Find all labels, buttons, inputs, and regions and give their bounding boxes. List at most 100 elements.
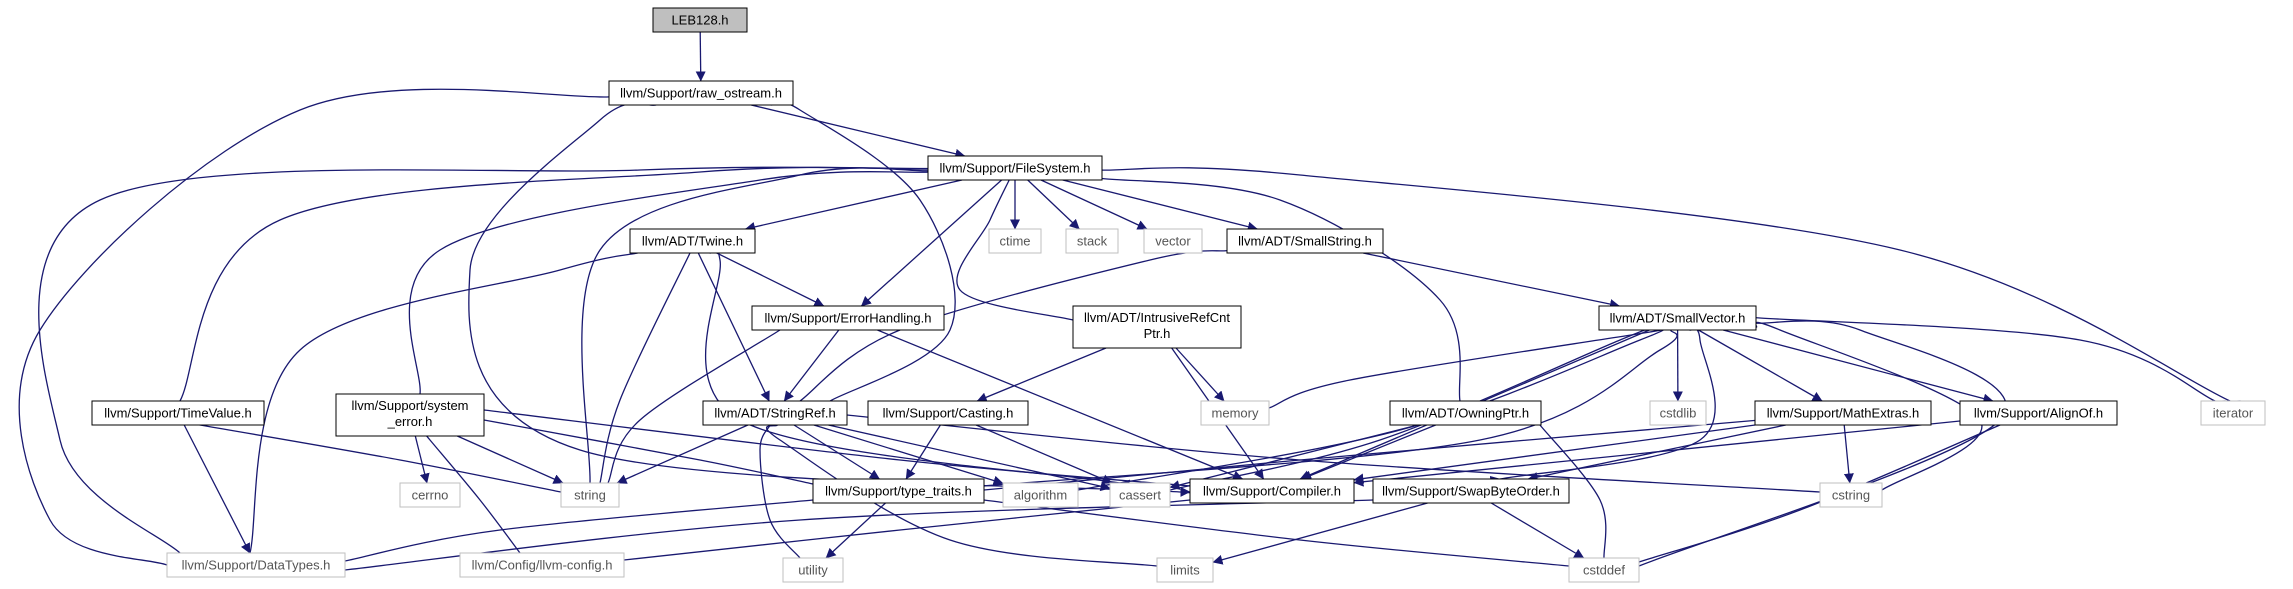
node-label: llvm/Support/ErrorHandling.h — [765, 311, 932, 326]
node-algorithm: algorithm — [1002, 482, 1079, 508]
node-box — [1200, 400, 1270, 426]
node-timevalue[interactable]: llvm/Support/TimeValue.h — [91, 400, 265, 426]
node-label: _error.h — [387, 414, 433, 429]
node-type-traits[interactable]: llvm/Support/type_traits.h — [812, 478, 985, 504]
node-ctime: ctime — [988, 228, 1042, 254]
node-compiler[interactable]: llvm/Support/Compiler.h — [1189, 478, 1355, 504]
node-box — [2200, 400, 2266, 426]
edge-stringref-to-algorithm — [813, 424, 1004, 486]
node-box — [608, 80, 794, 106]
node-smallstring[interactable]: llvm/ADT/SmallString.h — [1226, 228, 1384, 254]
node-box — [751, 305, 945, 331]
edge-raw_ostream-to-compiler — [468, 102, 1229, 497]
edge-filesystem-to-twine — [745, 179, 963, 232]
node-box — [91, 400, 265, 426]
node-box — [1649, 400, 1707, 426]
node-twine[interactable]: llvm/ADT/Twine.h — [629, 228, 756, 254]
node-label: llvm/ADT/OwningPtr.h — [1402, 406, 1529, 421]
edge-stringref-to-string — [616, 424, 749, 484]
node-label: llvm/ADT/SmallString.h — [1238, 234, 1372, 249]
node-alignof[interactable]: llvm/Support/AlignOf.h — [1959, 400, 2118, 426]
node-cassert: cassert — [1109, 482, 1171, 508]
node-label: llvm/Support/MathExtras.h — [1767, 406, 1919, 421]
node-system-error[interactable]: llvm/Support/system_error.h — [335, 393, 485, 437]
edge-type_traits-to-cstddef — [960, 496, 1590, 572]
node-label: llvm/Support/type_traits.h — [825, 484, 972, 499]
edge-mathextras-to-compiler — [1353, 424, 1756, 484]
node-owningptr[interactable]: llvm/ADT/OwningPtr.h — [1389, 400, 1542, 426]
edge-smallvector-to-alignof — [1722, 329, 1994, 404]
node-label: algorithm — [1014, 488, 1067, 503]
node-label: LEB128.h — [671, 13, 728, 28]
edge-errorhandling-to-compiler — [877, 329, 1244, 481]
edge-leb128-to-raw_ostream — [695, 31, 706, 82]
node-box — [1819, 482, 1883, 508]
node-swapbyteorder[interactable]: llvm/Support/SwapByteOrder.h — [1372, 478, 1570, 504]
edge-smallvector-to-mathextras — [1698, 329, 1823, 402]
node-label: cstdlib — [1660, 406, 1697, 421]
node-label: stack — [1077, 234, 1108, 249]
node-box — [1959, 400, 2118, 426]
node-box — [1568, 557, 1640, 583]
node-raw-ostream[interactable]: llvm/Support/raw_ostream.h — [608, 80, 794, 106]
edge-smallvector-to-type_traits — [946, 329, 1678, 492]
node-label: Ptr.h — [1144, 326, 1171, 341]
node-leb128[interactable]: LEB128.h — [652, 7, 748, 33]
edge-smallvector-to-memory — [1258, 327, 1674, 416]
nodes-layer: LEB128.h llvm/Support/raw_ostream.h llvm/S… — [91, 7, 2266, 583]
node-box — [1109, 482, 1171, 508]
node-label: utility — [798, 563, 828, 578]
node-errorhandling[interactable]: llvm/Support/ErrorHandling.h — [751, 305, 945, 331]
node-box — [560, 482, 620, 508]
edge-timevalue-to-datatypes — [183, 424, 251, 554]
node-mathextras[interactable]: llvm/Support/MathExtras.h — [1754, 400, 1932, 426]
node-vector: vector — [1143, 228, 1203, 254]
node-stack: stack — [1065, 228, 1119, 254]
node-filesystem[interactable]: llvm/Support/FileSystem.h — [927, 155, 1103, 181]
node-casting[interactable]: llvm/Support/Casting.h — [867, 400, 1029, 426]
node-label: llvm/ADT/StringRef.h — [714, 406, 835, 421]
edge-type_traits-to-utility — [825, 502, 886, 559]
edge-owningptr-to-cassert — [1169, 424, 1419, 490]
edge-owningptr-to-compiler — [1301, 424, 1436, 481]
node-box — [927, 155, 1103, 181]
edge-swapbyteorder-to-cstddef — [1490, 502, 1585, 559]
edge-casting-to-type_traits — [905, 424, 941, 480]
node-label: iterator — [2213, 406, 2254, 421]
node-box — [812, 478, 985, 504]
edge-raw_ostream-to-filesystem — [751, 104, 966, 159]
edge-errorhandling-to-stringref — [783, 329, 840, 402]
edge-swapbyteorder-to-limits — [1212, 502, 1428, 565]
node-label: llvm/Support/FileSystem.h — [940, 161, 1091, 176]
edge-intrusive-to-memory — [1175, 347, 1225, 402]
edge-casting-to-cassert — [975, 424, 1113, 484]
node-box — [1754, 400, 1932, 426]
node-cstddef: cstddef — [1568, 557, 1640, 583]
node-box — [166, 552, 346, 578]
node-limits: limits — [1156, 557, 1214, 583]
node-box — [867, 400, 1029, 426]
node-box — [1598, 305, 1757, 331]
edge-twine-to-errorhandling — [716, 252, 825, 307]
edge-filesystem-to-owningptr — [1101, 177, 1467, 412]
node-memory: memory — [1200, 400, 1270, 426]
edge-twine-to-stringref — [697, 252, 770, 402]
node-utility: utility — [782, 557, 844, 583]
node-label: llvm/ADT/Twine.h — [642, 234, 743, 249]
node-llvm-config: llvm/Config/llvm-config.h — [459, 552, 625, 578]
edge-filesystem-to-string — [581, 167, 929, 501]
node-label: ctime — [999, 234, 1030, 249]
node-label: cstring — [1832, 488, 1870, 503]
node-label: llvm/Support/DataTypes.h — [182, 558, 331, 573]
node-smallvector[interactable]: llvm/ADT/SmallVector.h — [1598, 305, 1757, 331]
node-label: llvm/Support/Compiler.h — [1203, 484, 1341, 499]
node-cstdlib: cstdlib — [1649, 400, 1707, 426]
edge-filesystem-to-timevalue — [171, 166, 929, 416]
edge-filesystem-to-errorhandling — [860, 179, 1003, 307]
edge-filesystem-to-stack — [1027, 179, 1080, 230]
node-label: llvm/Support/Casting.h — [883, 406, 1014, 421]
node-stringref[interactable]: llvm/ADT/StringRef.h — [702, 400, 848, 426]
node-label: llvm/Config/llvm-config.h — [472, 558, 613, 573]
edge-stringref-to-type_traits — [793, 424, 880, 480]
